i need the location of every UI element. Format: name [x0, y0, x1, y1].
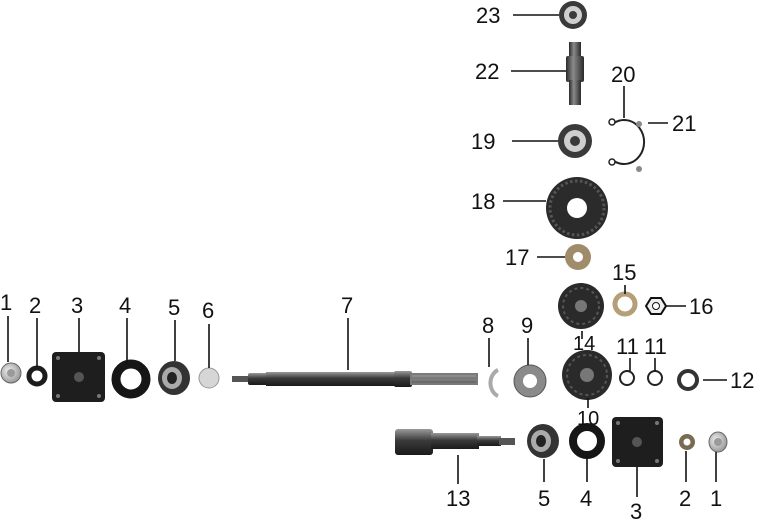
- part-6-bushing: [198, 367, 220, 389]
- callout-20: 20: [611, 62, 635, 87]
- part-19-ball-bearing: [558, 124, 592, 158]
- callout-22: 22: [475, 59, 499, 84]
- callout-16: 16: [689, 294, 713, 319]
- part-2-washer-right: [679, 434, 695, 450]
- part-9-spline-washer: [513, 364, 547, 398]
- part-14-bevel-gear-upper: [558, 283, 604, 329]
- part-15-thrust-washer: [612, 291, 638, 317]
- part-4-seal-right: [569, 423, 605, 459]
- part-3-plate-right: [612, 417, 663, 467]
- callout-10: 10: [577, 408, 599, 430]
- callout-2-right: 2: [679, 486, 691, 511]
- callout-4-left: 4: [119, 293, 131, 318]
- callout-5-right: 5: [538, 486, 550, 511]
- part-16-hex-nut: [644, 297, 668, 315]
- callout-13: 13: [446, 486, 470, 511]
- callout-12: 12: [730, 368, 754, 393]
- callout-11-b: 11: [644, 334, 667, 359]
- callout-1-right: 1: [710, 486, 722, 511]
- callout-labels: 1 2 3 4 5 6 7 8 9 10 11 11 12 13 14 15 1…: [0, 3, 754, 522]
- part-8-circlip: [488, 368, 500, 398]
- part-12-washer: [677, 369, 699, 391]
- part-10-bevel-gear-lower: [562, 350, 612, 400]
- callout-14: 14: [573, 333, 595, 355]
- part-7-main-shaft: [232, 371, 478, 387]
- leader-lines: [7, 14, 727, 497]
- part-13-output-shaft: [395, 429, 515, 455]
- part-20-retaining-clip: [608, 118, 646, 166]
- callout-4-right: 4: [580, 486, 592, 511]
- part-18-spur-gear: [546, 177, 608, 239]
- callout-21: 21: [672, 111, 696, 136]
- part-22-vertical-shaft: [566, 42, 584, 105]
- callout-3-right: 3: [630, 499, 642, 522]
- part-11-circlip-b: [647, 370, 663, 386]
- part-11-circlip-a: [619, 370, 635, 386]
- callout-17: 17: [505, 245, 529, 270]
- callout-5-left: 5: [168, 295, 180, 320]
- callout-1-left: 1: [0, 290, 12, 315]
- callout-23: 23: [476, 3, 500, 28]
- part-23-top-bearing: [559, 1, 587, 29]
- callout-3-left: 3: [71, 293, 83, 318]
- part-1-nut-right: [708, 431, 728, 453]
- part-4-seal-left: [111, 359, 151, 399]
- callout-11-a: 11: [616, 334, 639, 359]
- callout-6: 6: [202, 298, 214, 323]
- part-2-washer-left: [26, 365, 48, 387]
- callout-15: 15: [612, 260, 636, 285]
- part-5-bearing-left: [158, 361, 190, 395]
- part-3-plate-left: [52, 352, 105, 402]
- part-1-nut-left: [0, 362, 22, 384]
- callout-9: 9: [521, 313, 533, 338]
- part-5-bearing-right: [527, 424, 559, 458]
- callout-19: 19: [471, 129, 495, 154]
- callout-18: 18: [471, 189, 495, 214]
- callout-8: 8: [482, 313, 494, 338]
- callout-2-left: 2: [29, 293, 41, 318]
- part-21-steel-balls: [636, 121, 642, 172]
- callout-7: 7: [341, 293, 353, 318]
- part-17-shim: [565, 244, 591, 270]
